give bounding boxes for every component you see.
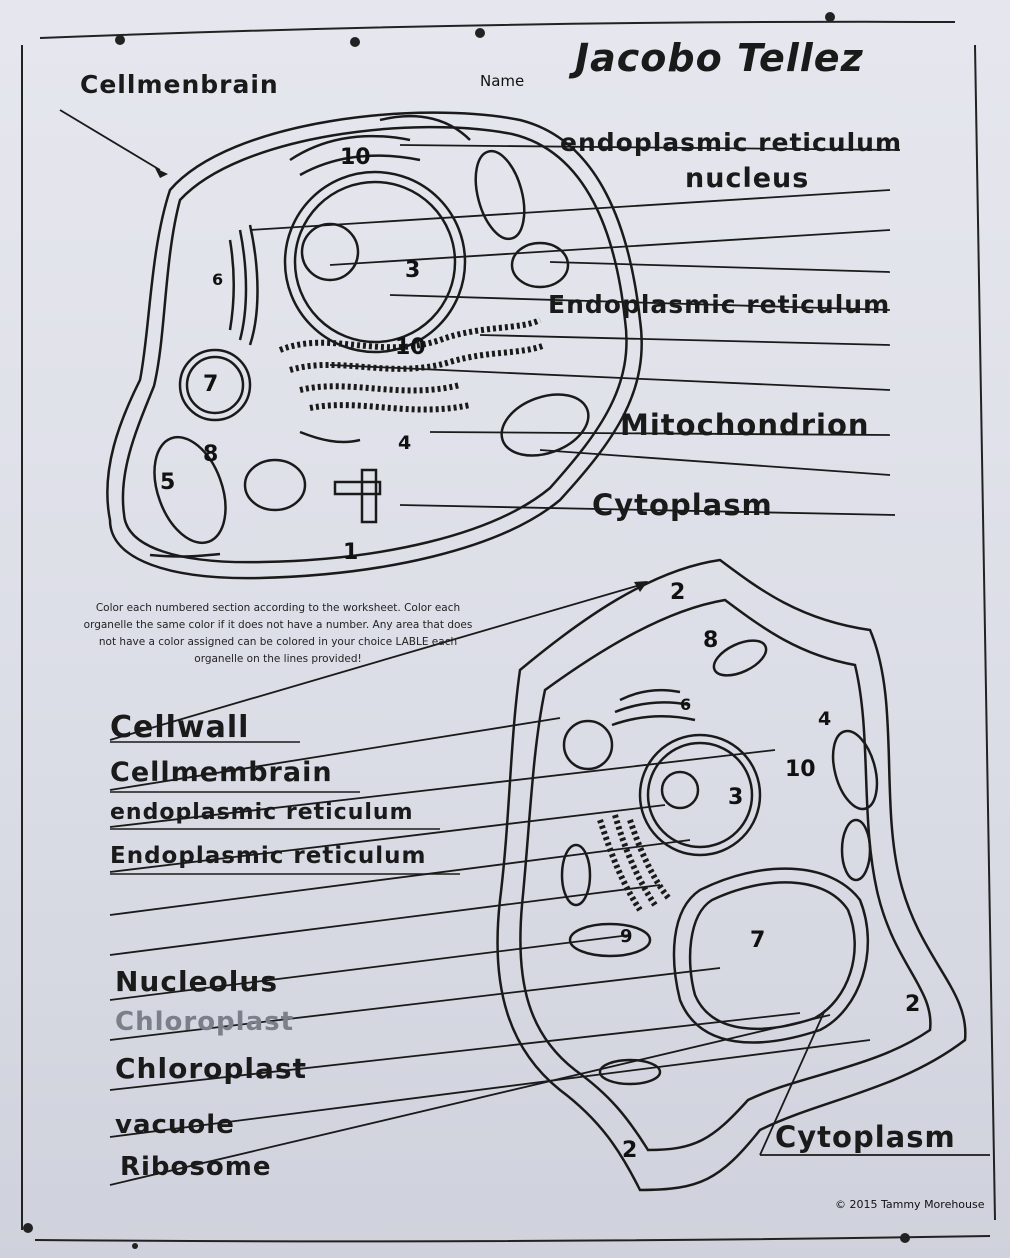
bottom-answer-right: Cytoplasm <box>775 1120 956 1154</box>
student-name: Jacobo Tellez <box>575 36 864 80</box>
bottom-answer-7: Chloroplast <box>115 1007 295 1037</box>
bottom-number-9: 9 <box>620 926 633 947</box>
bottom-answer-9: vacuole <box>115 1110 235 1140</box>
name-label: Name <box>480 72 525 90</box>
bottom-answer-3: endoplasmic reticulum <box>110 800 414 825</box>
bottom-number-2a: 2 <box>670 580 686 605</box>
bottom-number-3: 3 <box>728 785 744 810</box>
top-answer-2: nucleus <box>685 163 810 194</box>
bottom-number-8: 8 <box>703 628 719 653</box>
top-number-10b: 10 <box>395 335 426 360</box>
bottom-answer-2: Cellmembrain <box>110 757 333 788</box>
instructions-text: Color each numbered section according to… <box>83 602 473 665</box>
top-answer-10: Cytoplasm <box>592 488 773 522</box>
bottom-answer-6: Nucleolus <box>115 965 278 998</box>
top-answer-5: Endoplasmic reticulum <box>548 290 891 319</box>
top-number-7: 7 <box>203 372 219 397</box>
bottom-number-10: 10 <box>785 757 816 782</box>
top-answer-8: Mitochondrion <box>620 408 870 442</box>
bottom-answer-8: Chloroplast <box>115 1052 307 1085</box>
bottom-number-4: 4 <box>818 708 832 730</box>
bottom-number-2c: 2 <box>622 1138 638 1163</box>
top-number-4: 4 <box>398 432 412 454</box>
top-number-5: 5 <box>160 470 176 495</box>
cell-membrane-label: Cellmenbrain <box>80 70 279 99</box>
bottom-answer-1: Cellwall <box>110 710 250 745</box>
bottom-number-7: 7 <box>750 928 766 953</box>
top-number-3: 3 <box>405 258 421 283</box>
bottom-answer-10: Ribosome <box>120 1152 272 1182</box>
bottom-number-2b: 2 <box>905 992 921 1017</box>
top-number-6: 6 <box>212 270 224 289</box>
bottom-number-6: 6 <box>680 695 692 714</box>
top-number-10a: 10 <box>340 145 371 170</box>
copyright-text: © 2015 Tammy Morehouse <box>835 1198 985 1211</box>
top-answer-1: endoplasmic reticulum <box>560 128 903 157</box>
bottom-answer-4: Endoplasmic reticulum <box>110 843 427 869</box>
top-number-1: 1 <box>343 540 359 565</box>
top-number-8: 8 <box>203 442 219 467</box>
